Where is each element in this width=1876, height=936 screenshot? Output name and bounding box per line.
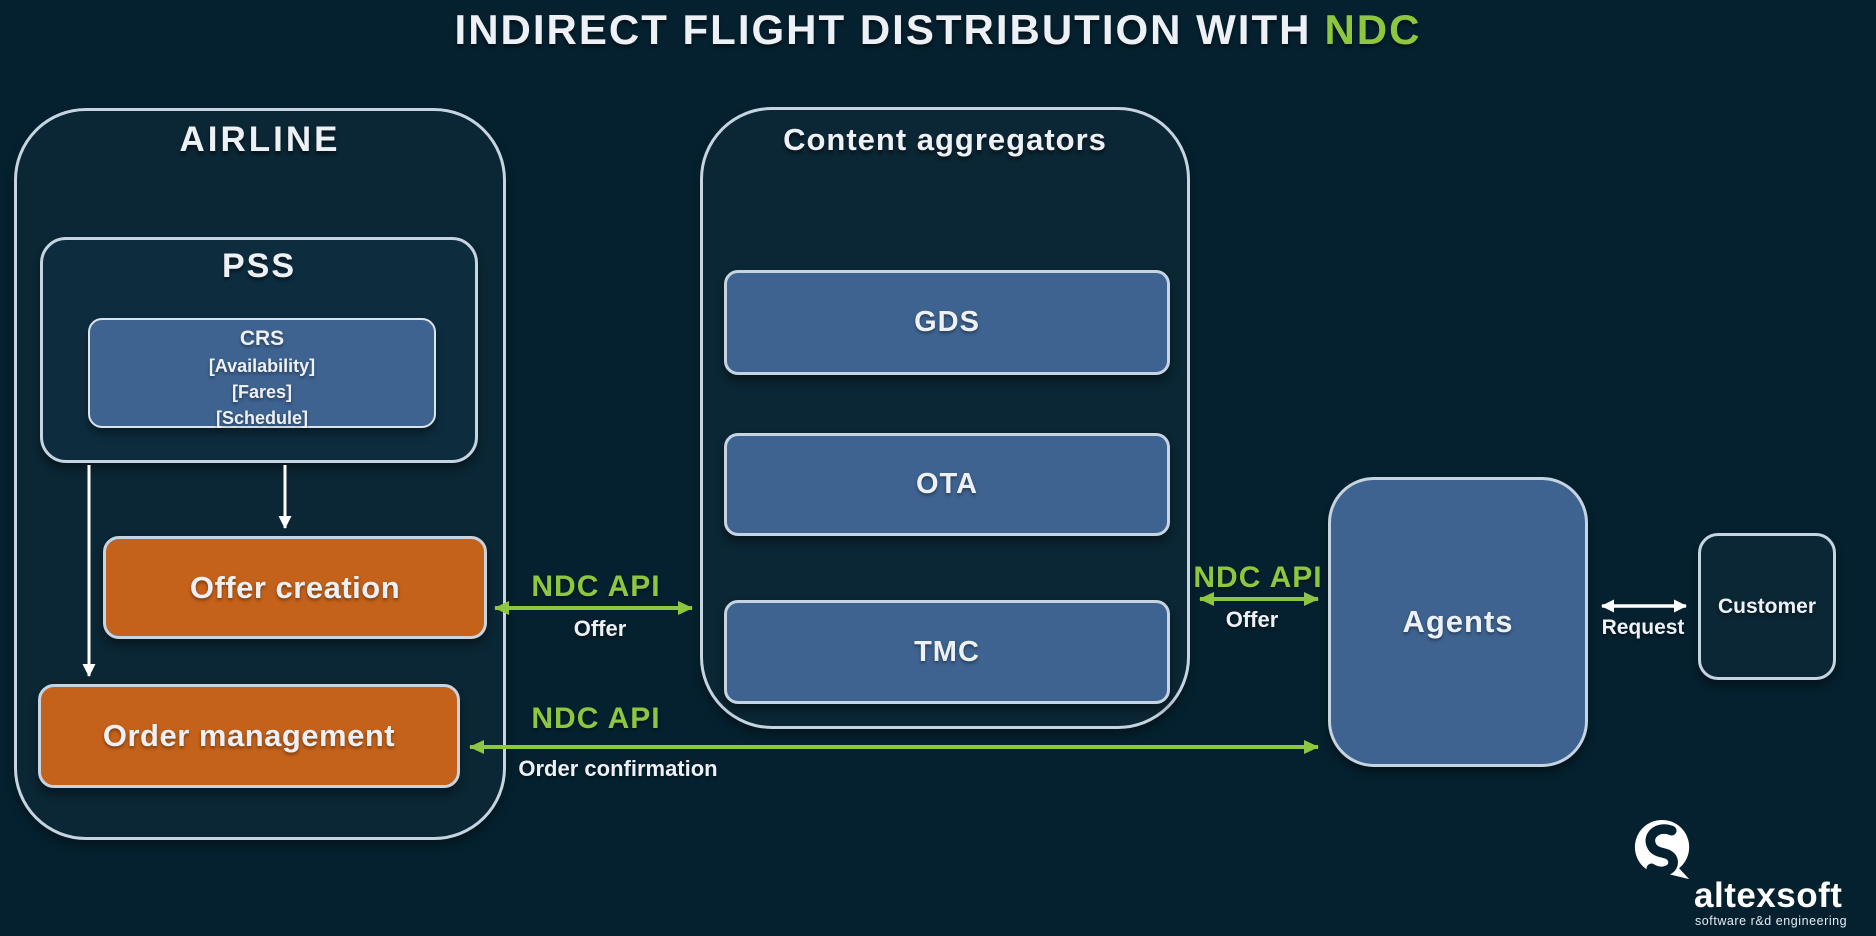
content-aggregators-label: Content aggregators — [783, 122, 1107, 157]
altexsoft-wordmark: altexsoft — [1694, 876, 1843, 915]
ndc-api-order-title: NDC API — [531, 702, 661, 735]
order-management-box: Order management — [38, 684, 460, 788]
tmc-box: TMC — [724, 600, 1170, 704]
ota-box: OTA — [724, 433, 1170, 536]
altexsoft-tagline: software r&d engineering — [1695, 914, 1848, 928]
crs-line-schedule: [Schedule] — [215, 408, 308, 428]
pss-label: PSS — [221, 247, 297, 285]
crs-title: CRS — [239, 327, 285, 350]
crs-box: CRS [Availability] [Fares] [Schedule] — [88, 318, 436, 428]
request-label: Request — [1601, 616, 1685, 639]
offer-creation-box: Offer creation — [103, 536, 487, 639]
altexsoft-logo-icon — [1634, 819, 1690, 880]
agents-box: Agents — [1328, 477, 1588, 767]
title-highlight-ndc: NDC — [1324, 6, 1422, 53]
crs-line-fares: [Fares] — [231, 382, 293, 402]
diagram-title: INDIRECT FLIGHT DISTRIBUTION WITH NDC — [0, 4, 1876, 56]
altexsoft-logo: altexsoft software r&d engineering — [1632, 818, 1862, 930]
ndc-api-offer-left-subtitle: Offer — [573, 616, 627, 641]
title-main: INDIRECT FLIGHT DISTRIBUTION WITH — [454, 6, 1312, 53]
gds-box: GDS — [724, 270, 1170, 375]
customer-box: Customer — [1698, 533, 1836, 680]
ndc-api-agents-subtitle: Offer — [1225, 607, 1279, 632]
airline-label: AIRLINE — [179, 120, 341, 159]
ndc-api-agents-title: NDC API — [1193, 561, 1323, 594]
ndc-api-order-subtitle: Order confirmation — [518, 756, 718, 781]
crs-line-availability: [Availability] — [208, 356, 316, 376]
ndc-api-offer-left-title: NDC API — [531, 570, 661, 603]
